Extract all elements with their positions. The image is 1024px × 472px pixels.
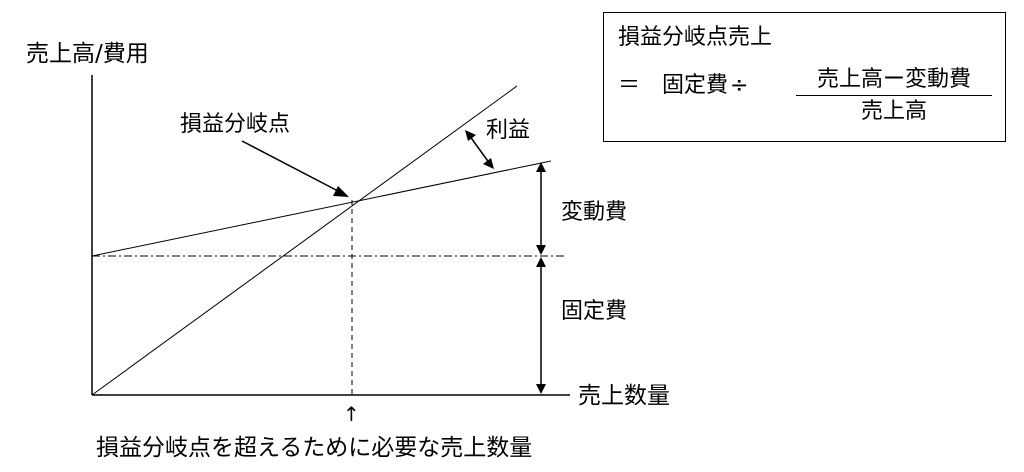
variable-cost-arrow-head-top — [536, 162, 546, 172]
profit-arrow — [468, 134, 491, 165]
formula-title: 損益分岐点売上 — [618, 25, 773, 50]
bottom-caption: 損益分岐点を超えるために必要な売上数量 — [96, 435, 533, 461]
profit-arrow-head-bottom — [483, 158, 494, 169]
formula-fixed-cost: 固定費 — [662, 73, 729, 98]
formula-divide: ÷ — [730, 73, 749, 98]
formula-denominator: 売上高 — [860, 99, 927, 124]
formula-numerator: 売上高ー変動費 — [796, 69, 992, 96]
y-axis-label: 売上高/費用 — [26, 41, 149, 67]
x-axis-label: 売上数量 — [578, 383, 670, 409]
formula-box: 損益分岐点売上 ＝ 固定費÷ 売上高ー変動費 売上高 — [603, 12, 1006, 142]
formula-fraction: 売上高ー変動費 売上高 — [796, 69, 992, 123]
total-cost-line — [91, 160, 552, 257]
sales-line — [91, 85, 518, 396]
break-even-pointer-head — [333, 186, 349, 197]
profit-label: 利益 — [486, 118, 531, 143]
fixed-cost-arrow-head-bottom — [536, 384, 546, 394]
profit-arrow-head-top — [465, 130, 476, 141]
variable-cost-label: 変動費 — [561, 200, 628, 225]
break-even-up-arrow: ↑ — [343, 402, 360, 426]
fixed-cost-arrow-head-top — [536, 257, 546, 267]
break-even-label: 損益分岐点 — [180, 112, 291, 137]
variable-cost-arrow-head-bottom — [536, 245, 546, 255]
formula-equals: ＝ — [618, 73, 641, 98]
break-even-pointer — [241, 140, 339, 192]
formula-expression: ＝ 固定費÷ — [618, 75, 748, 97]
fixed-cost-label: 固定費 — [561, 299, 628, 324]
